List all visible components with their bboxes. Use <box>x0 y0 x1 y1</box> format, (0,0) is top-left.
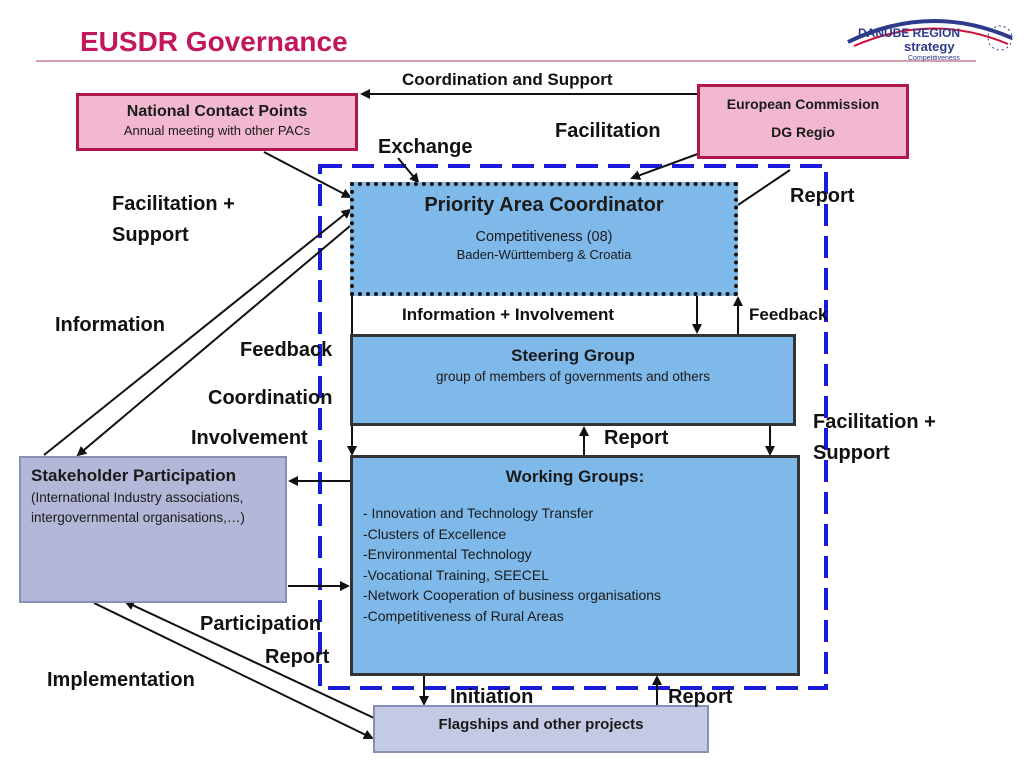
steering-group-box: Steering Group group of members of gover… <box>350 334 796 426</box>
label-initiation: Initiation <box>450 686 534 708</box>
working-groups-box: Working Groups: - Innovation and Technol… <box>350 455 800 676</box>
arrow-ec-to-pac <box>630 151 704 180</box>
label-exchange: Exchange <box>378 136 473 158</box>
label-facilitation-support-left-1: Facilitation + <box>112 193 235 215</box>
label-facilitation-support-right-2: Support <box>813 442 890 464</box>
arrow-pac-to-stakeholder <box>76 225 351 457</box>
ec-sub: DG Regio <box>771 124 835 140</box>
working-list: - Innovation and Technology Transfer -Cl… <box>353 503 797 626</box>
label-coordination: Coordination <box>208 387 333 409</box>
ec-title: European Commission <box>726 96 880 112</box>
label-coordination-support: Coordination and Support <box>402 70 613 89</box>
stakeholder-box: Stakeholder Participation (International… <box>19 456 287 603</box>
label-feedback-right: Feedback <box>749 305 828 324</box>
logo-swoosh-icon <box>847 19 1013 51</box>
ec-box: European Commission DG Regio <box>697 84 909 159</box>
arrow-exchange-to-pac <box>397 157 420 184</box>
label-participation: Participation <box>200 613 322 635</box>
danube-logo: DANUBE REGION strategy Competitiveness <box>840 8 1020 66</box>
pac-sub1: Competitiveness (08) <box>475 229 613 245</box>
label-report-bottom: Report <box>668 686 733 708</box>
working-title: Working Groups: <box>505 467 645 486</box>
ncp-sub: Annual meeting with other PACs <box>123 123 311 138</box>
working-item: -Clusters of Excellence <box>363 525 507 542</box>
label-information-involvement: Information + Involvement <box>402 305 615 324</box>
flagships-title: Flagships and other projects <box>438 716 644 733</box>
flagships-box: Flagships and other projects <box>373 705 709 753</box>
stakeholder-sub: (International Industry associations, in… <box>31 490 245 525</box>
label-facilitation-support-right-1: Facilitation + <box>813 411 936 433</box>
pac-title: Priority Area Coordinator <box>424 194 664 216</box>
label-information: Information <box>55 314 165 336</box>
logo-line3: Competitiveness <box>908 55 960 62</box>
label-report-mid: Report <box>604 427 669 449</box>
label-facilitation-support-left-2: Support <box>112 224 189 246</box>
logo-line1: DANUBE REGION <box>858 26 961 40</box>
arrow-stakeholder-to-pac-1 <box>43 208 352 456</box>
working-item: - Innovation and Technology Transfer <box>363 505 594 521</box>
stakeholder-title: Stakeholder Participation <box>31 466 236 485</box>
label-implementation: Implementation <box>47 669 195 691</box>
pa-boundary-frame <box>318 164 828 690</box>
ncp-box: National Contact Points Annual meeting w… <box>76 93 358 151</box>
arrow-flagships-to-stakeholder <box>124 600 375 719</box>
ncp-title: National Contact Points <box>126 103 308 120</box>
working-item: -Competitiveness of Rural Areas <box>363 607 564 624</box>
steering-sub: group of members of governments and othe… <box>436 369 710 384</box>
working-item: -Vocational Training, SEECEL <box>363 566 549 583</box>
arrow-stakeholder-to-flagships <box>93 602 374 740</box>
working-item: -Network Cooperation of business organis… <box>363 587 662 603</box>
title-divider <box>36 60 976 62</box>
label-facilitation: Facilitation <box>555 120 661 142</box>
label-involvement: Involvement <box>191 427 308 449</box>
pac-sub2: Baden-Württemberg & Croatia <box>456 247 632 262</box>
label-report-top: Report <box>790 185 855 207</box>
label-report-left: Report <box>265 646 330 668</box>
page-title: EUSDR Governance <box>80 26 348 57</box>
steering-title: Steering Group <box>511 346 635 365</box>
line-pac-report-ec <box>737 169 791 206</box>
logo-line2: strategy <box>904 39 955 54</box>
pac-box: Priority Area Coordinator Competitivenes… <box>350 182 738 296</box>
arrow-ncp-to-pac <box>263 151 352 198</box>
label-feedback-left: Feedback <box>240 339 333 361</box>
working-item: -Environmental Technology <box>363 546 532 562</box>
